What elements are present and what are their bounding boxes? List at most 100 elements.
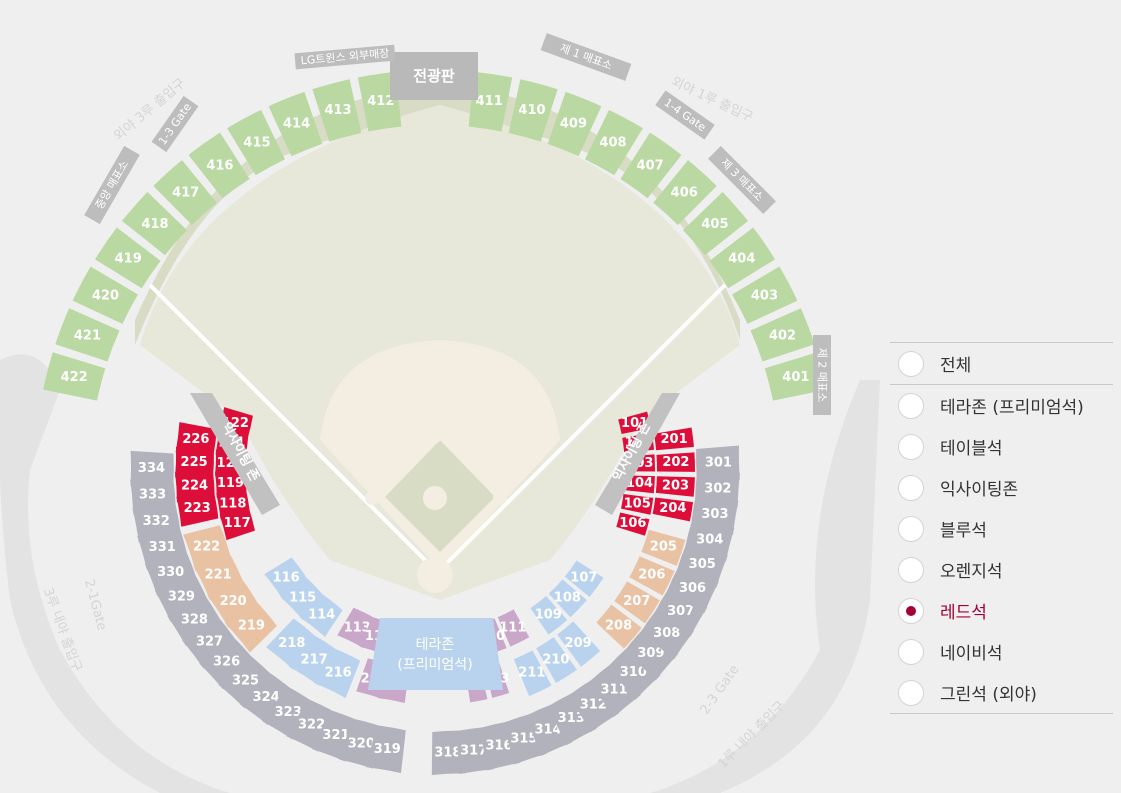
section-309[interactable]: 309	[624, 628, 679, 681]
section-shape[interactable]	[144, 550, 197, 597]
section-shape[interactable]	[182, 616, 237, 669]
section-201[interactable]: 201	[654, 427, 694, 451]
section-402[interactable]: 402	[750, 308, 815, 362]
section-109[interactable]: 109	[530, 596, 568, 635]
section-shape[interactable]	[623, 475, 655, 494]
section-shape[interactable]	[588, 663, 641, 717]
section-219[interactable]: 219	[225, 600, 277, 653]
section-408[interactable]: 408	[585, 109, 643, 176]
section-404[interactable]: 404	[709, 227, 776, 289]
section-401[interactable]: 401	[764, 352, 827, 401]
section-324[interactable]: 324	[239, 671, 292, 725]
section-319[interactable]: 319	[366, 725, 406, 774]
section-shape[interactable]	[596, 604, 642, 649]
section-shape[interactable]	[312, 79, 362, 142]
section-shape[interactable]	[564, 560, 604, 597]
section-shape[interactable]	[557, 621, 601, 667]
section-shape[interactable]	[72, 266, 138, 324]
section-shape[interactable]	[199, 636, 253, 690]
section-207[interactable]: 207	[614, 581, 660, 624]
section-shape[interactable]	[624, 628, 679, 681]
section-406[interactable]: 406	[653, 160, 717, 226]
radio-button[interactable]	[898, 474, 924, 501]
radio-button[interactable]	[898, 433, 924, 460]
filter-option-all[interactable]: 전체	[890, 343, 1113, 384]
section-shape[interactable]	[536, 637, 577, 684]
section-117[interactable]: 117	[219, 508, 255, 541]
section-108[interactable]: 108	[548, 579, 587, 618]
section-421[interactable]: 421	[55, 308, 120, 362]
section-shape[interactable]	[366, 725, 406, 774]
section-shape[interactable]	[94, 227, 161, 289]
section-shape[interactable]	[55, 308, 120, 362]
filter-option-terrace[interactable]: 테라존 (프리미엄석)	[890, 385, 1113, 426]
section-407[interactable]: 407	[620, 132, 682, 199]
section-shape[interactable]	[268, 91, 323, 157]
section-shape[interactable]	[264, 557, 308, 601]
section-303[interactable]: 303	[691, 496, 739, 535]
radio-button[interactable]	[898, 350, 924, 377]
section-shape[interactable]	[225, 600, 277, 653]
section-411[interactable]: 411	[468, 71, 513, 132]
section-301[interactable]: 301	[696, 445, 740, 480]
section-shape[interactable]	[313, 648, 361, 699]
section-shape[interactable]	[652, 497, 694, 522]
section-shape[interactable]	[568, 678, 620, 733]
radio-button[interactable]	[898, 515, 924, 542]
section-202[interactable]: 202	[656, 452, 695, 472]
section-226[interactable]: 226	[175, 422, 217, 455]
section-shape[interactable]	[547, 91, 602, 157]
section-410[interactable]: 410	[508, 79, 558, 142]
section-shape[interactable]	[43, 352, 106, 401]
section-shape[interactable]	[654, 427, 694, 451]
section-208[interactable]: 208	[596, 604, 642, 649]
section-shape[interactable]	[750, 308, 815, 362]
section-115[interactable]: 115	[280, 576, 324, 621]
section-302[interactable]: 302	[695, 472, 740, 508]
section-shape[interactable]	[620, 132, 682, 199]
section-409[interactable]: 409	[547, 91, 602, 157]
section-405[interactable]: 405	[683, 191, 749, 256]
section-105[interactable]: 105	[621, 494, 654, 515]
section-shape[interactable]	[640, 608, 694, 660]
section-204[interactable]: 204	[652, 497, 694, 522]
section-shape[interactable]	[614, 581, 660, 624]
section-shape[interactable]	[695, 472, 740, 508]
section-329[interactable]: 329	[154, 573, 208, 622]
section-shape[interactable]	[266, 618, 317, 670]
section-shape[interactable]	[764, 352, 827, 401]
section-223[interactable]: 223	[176, 492, 219, 527]
section-shape[interactable]	[709, 227, 776, 289]
section-107[interactable]: 107	[564, 560, 604, 597]
section-328[interactable]: 328	[167, 595, 221, 646]
section-416[interactable]: 416	[188, 132, 250, 199]
filter-option-navy[interactable]: 네이비석	[890, 631, 1113, 672]
section-203[interactable]: 203	[655, 476, 695, 497]
radio-button[interactable]	[898, 638, 924, 665]
section-shape[interactable]	[175, 422, 217, 455]
section-114[interactable]: 114	[299, 593, 343, 637]
section-205[interactable]: 205	[641, 529, 686, 566]
section-413[interactable]: 413	[312, 79, 362, 142]
filter-option-red[interactable]: 레드석	[890, 590, 1113, 631]
section-225[interactable]: 225	[175, 446, 214, 478]
radio-button[interactable]	[898, 392, 924, 419]
section-313[interactable]: 313	[547, 692, 597, 746]
section-shape[interactable]	[497, 609, 530, 647]
section-shape[interactable]	[655, 476, 695, 497]
section-shape[interactable]	[219, 508, 255, 541]
section-422[interactable]: 422	[43, 352, 106, 401]
filter-option-table[interactable]: 테이블석	[890, 426, 1113, 467]
section-shape[interactable]	[262, 685, 313, 740]
section-shape[interactable]	[585, 109, 643, 176]
section-211[interactable]: 211	[513, 650, 552, 697]
section-shape[interactable]	[548, 579, 587, 618]
section-415[interactable]: 415	[227, 109, 285, 176]
section-shape[interactable]	[154, 573, 208, 622]
section-218[interactable]: 218	[266, 618, 317, 670]
section-shape[interactable]	[621, 494, 654, 515]
section-shape[interactable]	[176, 492, 219, 527]
section-shape[interactable]	[153, 160, 217, 226]
section-shape[interactable]	[696, 445, 740, 480]
section-shape[interactable]	[239, 671, 292, 725]
